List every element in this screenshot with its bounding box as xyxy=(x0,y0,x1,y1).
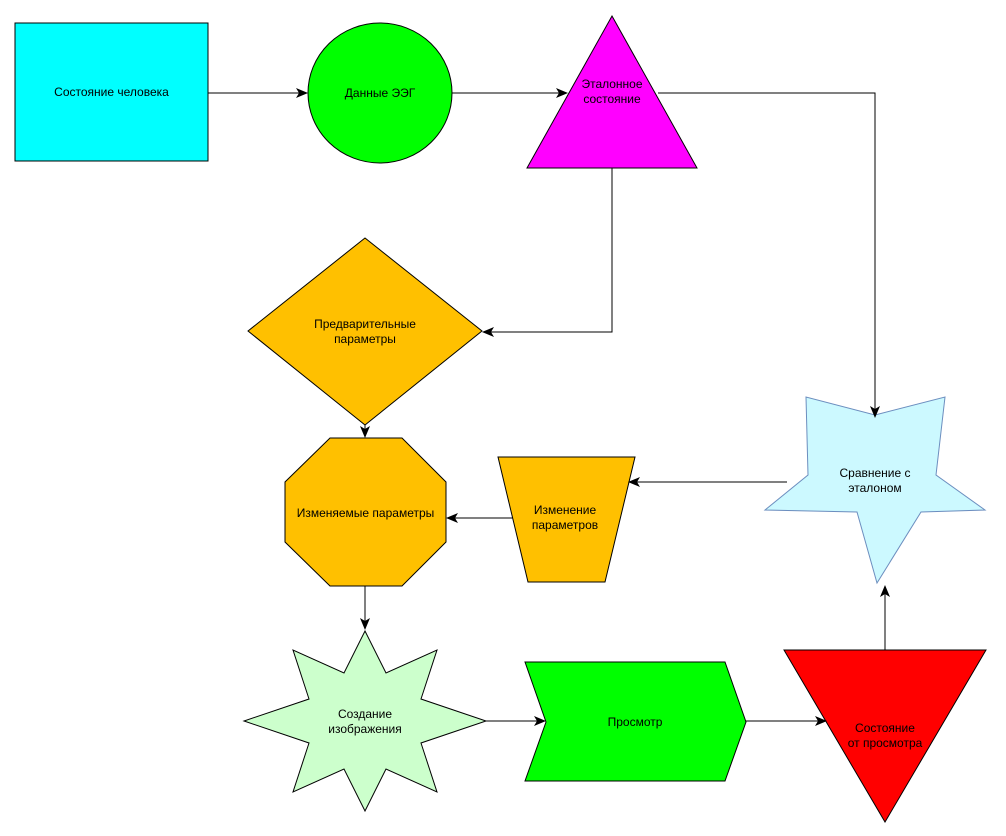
reference-state-triangle[interactable] xyxy=(526,14,698,169)
param-change-trapezoid[interactable] xyxy=(497,456,636,583)
edge-reference-to-preliminary xyxy=(482,168,613,337)
comparison-star[interactable] xyxy=(763,396,987,585)
human-state-box[interactable] xyxy=(14,22,209,162)
view-state-triangle[interactable] xyxy=(783,649,987,823)
view-chevron[interactable] xyxy=(524,661,747,782)
image-creation-star[interactable] xyxy=(242,629,488,813)
eeg-data-circle[interactable] xyxy=(307,22,453,164)
edge-reference-to-comparison xyxy=(658,92,880,418)
preliminary-params-diamond[interactable] xyxy=(247,237,483,426)
changeable-params-octagon[interactable] xyxy=(284,437,447,587)
